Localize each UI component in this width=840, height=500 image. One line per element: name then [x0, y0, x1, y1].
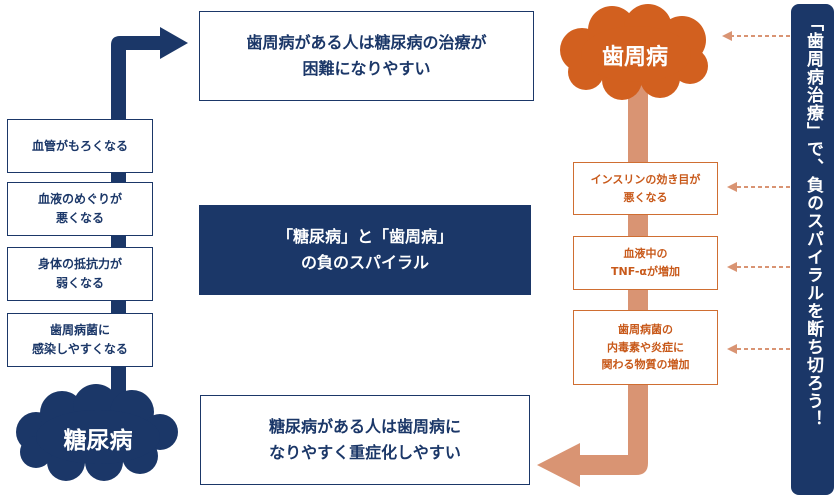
- dashed-arrowhead: [727, 262, 737, 272]
- cause-box-insulin: インスリンの効き目が悪くなる: [573, 162, 718, 215]
- bottom-effect-box: 糖尿病がある人は歯周病になりやすく重症化しやすい: [200, 395, 530, 485]
- periodontal-cloud-label: 歯周病: [601, 45, 668, 70]
- navy-up-arrow: [111, 27, 188, 415]
- top-effect-box: 歯周病がある人は糖尿病の治療が困難になりやすい: [199, 11, 534, 101]
- cause-box-circulation: 血液のめぐりが悪くなる: [7, 182, 153, 236]
- cause-box-blood-vessels: 血管がもろくなる: [7, 119, 153, 173]
- cause-box-resistance: 身体の抵抗力が弱くなる: [7, 247, 153, 301]
- dashed-arrowhead: [727, 182, 737, 192]
- orange-down-arrow: [537, 70, 648, 487]
- dashed-arrowhead: [727, 344, 737, 354]
- treatment-banner-text: 「歯周病治療」で、負のスパイラルを断ち切ろう！: [803, 14, 823, 428]
- treatment-banner: 「歯周病治療」で、負のスパイラルを断ち切ろう！: [791, 4, 834, 495]
- spiral-title-box: 「糖尿病」と「歯周病」の負のスパイラル: [199, 205, 531, 295]
- periodontal-cloud: [560, 4, 708, 100]
- cause-box-infection: 歯周病菌に感染しやすくなる: [7, 313, 153, 367]
- diabetes-cloud-label: 糖尿病: [63, 428, 133, 454]
- dashed-arrowhead: [722, 31, 732, 41]
- cause-box-endotoxin: 歯周病菌の内毒素や炎症に関わる物質の増加: [573, 310, 718, 385]
- diabetes-cloud: [16, 384, 178, 481]
